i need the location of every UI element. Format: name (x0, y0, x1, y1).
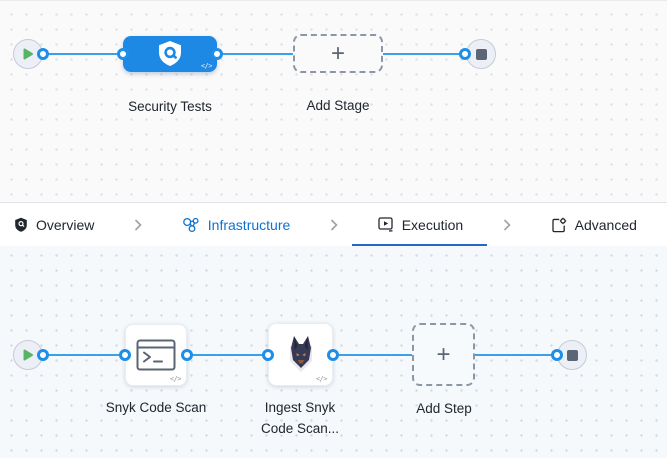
tab-label: Infrastructure (207, 216, 291, 233)
stage-label: Security Tests (128, 99, 212, 114)
chevron-right-icon (134, 218, 142, 231)
tab-execution[interactable]: Execution (351, 203, 488, 247)
add-stage-button[interactable]: + (293, 34, 383, 73)
connector-dot (262, 349, 274, 361)
step-node-ingest-snyk-code-scan[interactable]: </> (268, 323, 333, 386)
terminal-icon (136, 339, 176, 371)
play-icon (23, 48, 33, 60)
chevron-right-icon (503, 218, 511, 231)
code-badge-icon: </> (169, 375, 182, 383)
step-label: Snyk Code Scan (105, 400, 207, 415)
pipeline-end-node (466, 39, 496, 69)
connector-dot (551, 349, 563, 361)
step-node-snyk-code-scan[interactable]: </> (125, 324, 187, 386)
play-icon (23, 349, 33, 361)
connector-dot (459, 48, 471, 60)
tab-label: Execution (401, 216, 464, 233)
plus-icon: + (330, 39, 345, 67)
connector-dot (37, 48, 49, 60)
code-badge-icon: </> (200, 62, 213, 70)
execution-canvas: </> </> + Snyk Code Scan Ingest Snyk Cod… (0, 246, 667, 458)
stage-node-security-tests[interactable]: </> (123, 36, 217, 72)
tab-label: Advanced (574, 216, 637, 233)
tab-advanced[interactable]: Advanced (551, 203, 637, 247)
infrastructure-cluster-icon (182, 217, 199, 232)
stage-canvas: </> + Security Tests Add Stage (0, 0, 667, 202)
connector-dot (119, 349, 131, 361)
connector-dot (181, 349, 193, 361)
step-label: Ingest Snyk Code Scan... (260, 400, 340, 436)
stage-config-tabbar: Overview Infrastructure Execution (0, 202, 667, 247)
stop-icon (566, 349, 578, 361)
connector-dot (211, 48, 223, 60)
connector-dot (327, 349, 339, 361)
execution-end-node (557, 340, 587, 370)
advanced-doc-gear-icon (551, 217, 566, 232)
security-scan-shield-icon (159, 41, 181, 66)
code-badge-icon: </> (315, 375, 328, 383)
plus-icon: + (436, 340, 451, 368)
chevron-right-icon (330, 218, 338, 231)
execution-play-box-icon (378, 217, 393, 232)
tab-label: Overview (36, 216, 95, 233)
snyk-dog-icon (289, 335, 312, 372)
tab-overview[interactable]: Overview (14, 203, 94, 247)
stop-icon (475, 48, 487, 60)
add-step-label: Add Step (416, 401, 472, 416)
connector-dot (117, 48, 129, 60)
add-stage-label: Add Stage (306, 98, 370, 113)
stage-flow-line (43, 53, 465, 55)
connector-dot (37, 349, 49, 361)
tab-infrastructure[interactable]: Infrastructure (182, 203, 290, 247)
add-step-button[interactable]: + (412, 323, 475, 386)
security-shield-icon (15, 217, 27, 232)
